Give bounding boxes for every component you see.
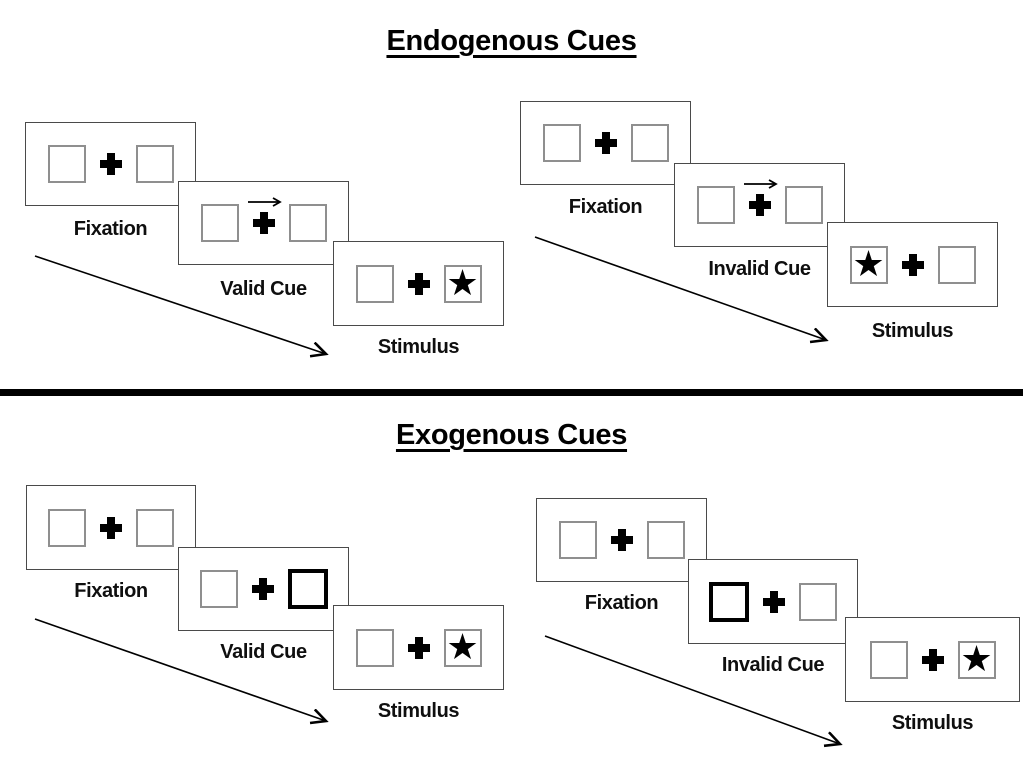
- cue-arrow-icon: [247, 197, 282, 207]
- fixation-cross-icon: [763, 590, 785, 613]
- left-box: [542, 124, 581, 162]
- panel-label: Invalid Cue: [721, 654, 825, 676]
- panel-endo-invalid-stimulus: ★: [827, 222, 998, 307]
- right-box: [135, 145, 174, 183]
- panel-exo-valid-cue: [178, 547, 349, 631]
- left-box: [355, 264, 394, 303]
- fixation-cross-icon: [901, 253, 924, 276]
- left-box: [47, 145, 86, 183]
- right-box: ★: [443, 261, 482, 303]
- star-stimulus-icon: ★: [852, 242, 885, 284]
- panel-label: Stimulus: [377, 700, 460, 722]
- fixation-cross-icon: [407, 636, 430, 659]
- fixation-cross-icon: [921, 648, 944, 671]
- panel-label: Valid Cue: [220, 278, 307, 300]
- left-box: [558, 521, 597, 559]
- panel-label: Fixation: [584, 592, 659, 614]
- panel-label: Stimulus: [891, 712, 974, 734]
- fixation-cross-icon: [594, 132, 617, 154]
- left-box: [200, 204, 239, 242]
- panel-exo-invalid-stimulus: ★: [845, 617, 1020, 702]
- right-box: [630, 124, 669, 162]
- star-stimulus-icon: ★: [960, 637, 993, 679]
- left-box: [869, 640, 908, 679]
- fixation-cross-icon: [99, 153, 122, 175]
- star-stimulus-icon: ★: [446, 261, 479, 303]
- left-box: ★: [849, 242, 888, 284]
- right-box: ★: [443, 625, 482, 667]
- panel-endo-valid-cue: [178, 181, 349, 265]
- panel-label: Stimulus: [377, 336, 460, 358]
- left-box: [696, 186, 735, 224]
- cue-arrow-icon: [743, 179, 778, 189]
- panel-label: Fixation: [74, 580, 148, 602]
- sequence-arrow-endo-valid: [34, 255, 326, 354]
- panel-label: Invalid Cue: [708, 258, 811, 280]
- right-box: [784, 186, 823, 224]
- section-divider: [0, 389, 1023, 396]
- fixation-cross-icon: [748, 194, 771, 216]
- panel-endo-valid-fixation: [25, 122, 196, 206]
- right-box: [937, 245, 976, 284]
- panel-label: Stimulus: [871, 320, 954, 342]
- fixation-cross-icon: [407, 272, 430, 295]
- right-box-highlight-cue: [287, 569, 328, 609]
- right-box: [288, 204, 327, 242]
- exogenous-section-title: Exogenous Cues: [395, 419, 628, 451]
- sequence-arrow-exo-valid: [34, 618, 326, 721]
- panel-exo-valid-stimulus: ★: [333, 605, 504, 690]
- right-box: ★: [957, 637, 996, 679]
- panel-exo-invalid-cue: [688, 559, 858, 644]
- fixation-cross-icon: [610, 529, 633, 551]
- left-box: [355, 628, 394, 667]
- endogenous-section-title: Endogenous Cues: [386, 25, 637, 57]
- right-box: [646, 521, 685, 559]
- panel-label: Fixation: [73, 218, 148, 240]
- fixation-cross-icon: [100, 516, 122, 539]
- left-box: [48, 508, 86, 547]
- left-box: [199, 570, 238, 608]
- sequence-arrow-endo-invalid: [534, 236, 826, 340]
- panel-exo-invalid-fixation: [536, 498, 707, 582]
- right-box: [136, 508, 174, 547]
- panel-endo-invalid-cue: [674, 163, 845, 247]
- left-box-highlight-cue: [709, 581, 749, 622]
- sequence-arrow-exo-invalid: [544, 635, 840, 744]
- fixation-cross-icon: [252, 212, 275, 234]
- panel-exo-valid-fixation: [26, 485, 196, 570]
- panel-label: Fixation: [568, 196, 643, 218]
- panel-endo-invalid-fixation: [520, 101, 691, 185]
- star-stimulus-icon: ★: [446, 625, 479, 667]
- panel-endo-valid-stimulus: ★: [333, 241, 504, 326]
- right-box: [799, 582, 837, 621]
- fixation-cross-icon: [251, 578, 274, 600]
- panel-label: Valid Cue: [220, 641, 307, 663]
